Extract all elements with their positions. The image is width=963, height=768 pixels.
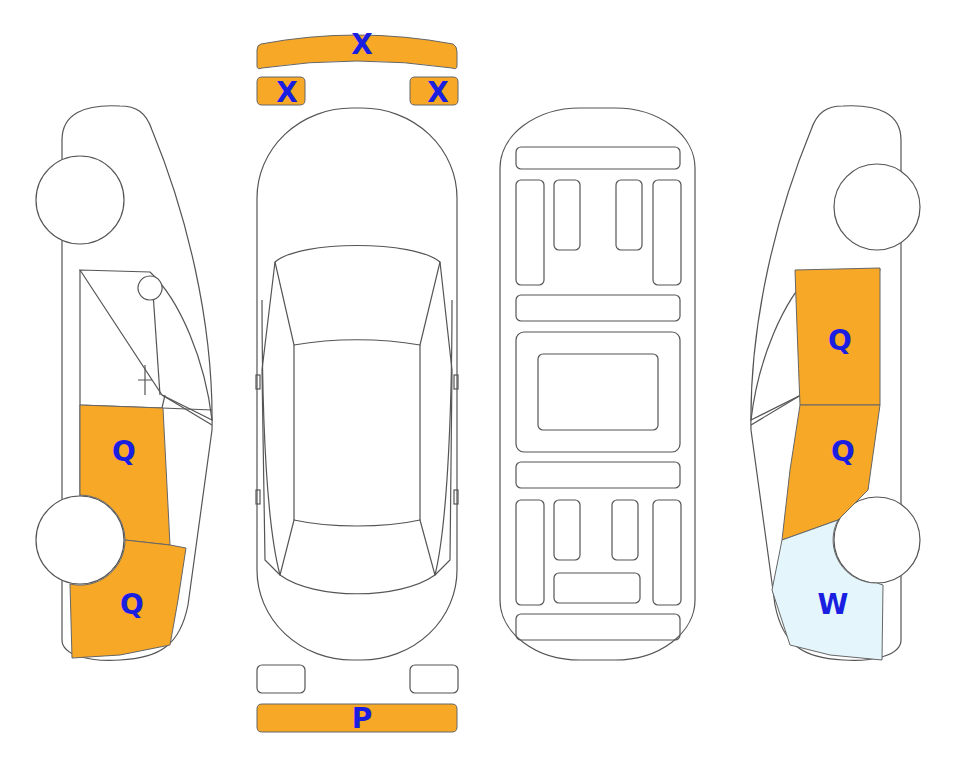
left-headlight-zone: X [257, 77, 305, 105]
left-rear-quarter-zone: Q [68, 540, 186, 660]
wheel [36, 156, 124, 244]
right-headlight-zone: X [410, 77, 458, 105]
front-bumper-zone: X [257, 28, 457, 72]
right-side-view [751, 106, 901, 661]
top-view [256, 108, 458, 693]
right-rear-door-zone: Q [782, 405, 880, 540]
zone-outline [782, 405, 880, 540]
damage-code: X [427, 79, 449, 107]
damage-code: P [352, 705, 373, 733]
damage-code: Q [112, 438, 136, 466]
left-side-view [62, 106, 212, 661]
zone-outline [257, 704, 457, 732]
zone-shape [772, 520, 884, 660]
zone-outline [795, 268, 880, 405]
zone-outline [70, 540, 186, 658]
damage-code: Q [120, 591, 144, 619]
rear-bumper-zone: P [257, 704, 457, 732]
wheel [834, 164, 920, 250]
underbody-view [500, 108, 695, 660]
left-rear-door-zone: Q [80, 405, 172, 545]
damage-code: X [351, 31, 373, 59]
zone-shape [80, 405, 172, 545]
damage-code: W [818, 591, 849, 619]
damage-code: X [276, 79, 298, 107]
damage-code: Q [828, 327, 852, 355]
damage-code: Q [831, 438, 855, 466]
zone-outline [80, 405, 170, 545]
wheel [36, 496, 124, 584]
right-front-door-zone: Q [795, 268, 881, 406]
zone-shape [782, 405, 880, 540]
zone-outline [772, 520, 883, 660]
right-rear-quarter-zone: W [772, 520, 884, 660]
